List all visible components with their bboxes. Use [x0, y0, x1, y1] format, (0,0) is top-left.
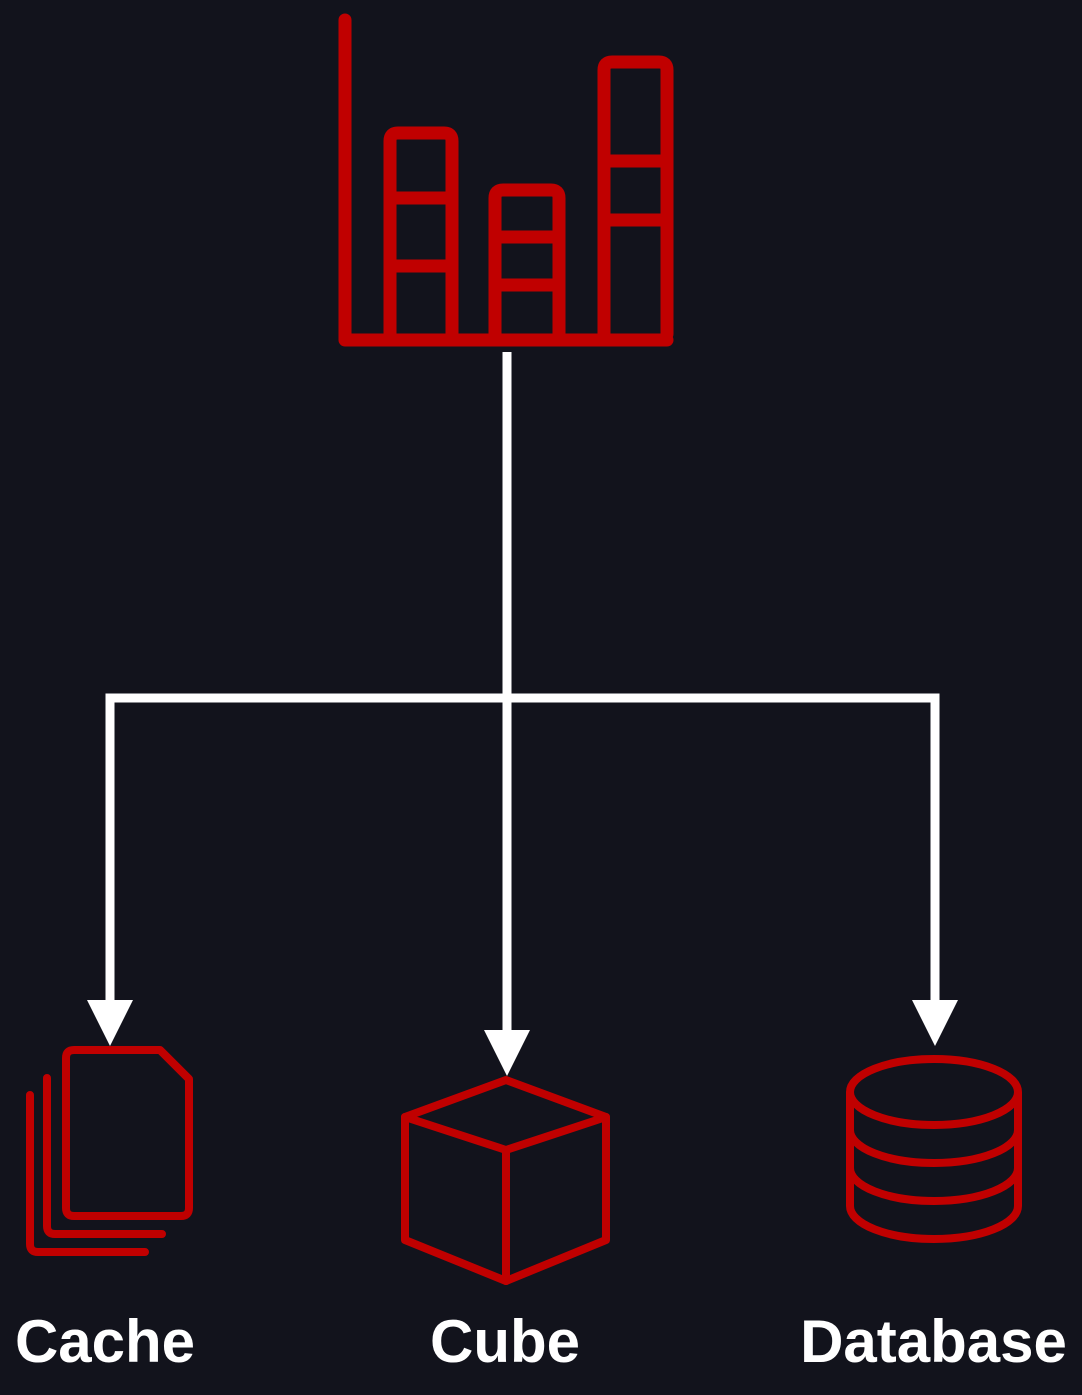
- bar-chart-icon: [338, 13, 674, 347]
- cache-label: Cache: [14, 1308, 196, 1375]
- files-stack-icon: [26, 1046, 193, 1256]
- arrowhead-database: [912, 1000, 958, 1046]
- arrowhead-cube: [484, 1030, 530, 1076]
- arrowheads: [87, 1000, 958, 1076]
- database-label: Database: [800, 1308, 1067, 1375]
- connector-branch-bar: [105, 693, 940, 1002]
- cube-label: Cube: [430, 1308, 580, 1375]
- database-icon: [846, 1055, 1022, 1243]
- cube-icon: [401, 1076, 610, 1285]
- connector-lines: [105, 352, 940, 1032]
- arrowhead-cache: [87, 1000, 133, 1046]
